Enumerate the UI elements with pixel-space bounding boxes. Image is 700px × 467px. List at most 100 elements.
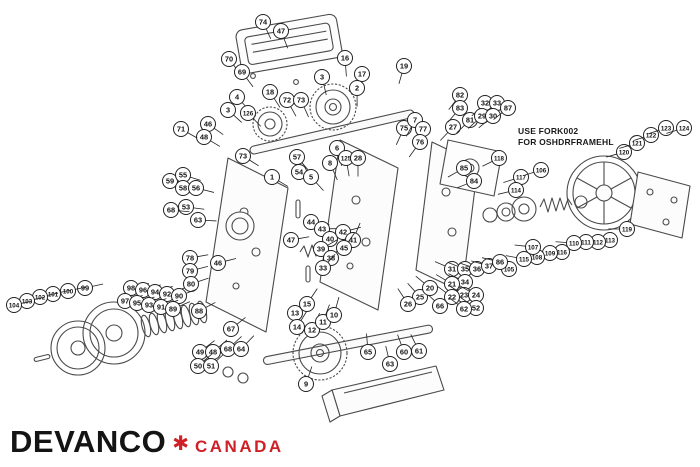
svg-text:67: 67 bbox=[227, 325, 235, 334]
plate-hole bbox=[361, 237, 371, 247]
clutch-stack bbox=[482, 195, 588, 223]
callout-balloon: 10 bbox=[326, 297, 342, 323]
callout-balloon: 65 bbox=[360, 333, 376, 360]
callout-balloon: 56 bbox=[188, 180, 215, 196]
callout-balloon: 83 bbox=[447, 100, 468, 123]
callout-balloon: 73 bbox=[235, 148, 259, 167]
svg-text:18: 18 bbox=[266, 88, 274, 97]
svg-text:113: 113 bbox=[605, 238, 616, 245]
svg-text:71: 71 bbox=[177, 125, 185, 134]
logo-brand: DEVANCO bbox=[10, 424, 167, 459]
callout-balloon: 6 bbox=[329, 140, 345, 166]
callout-balloon: 14 bbox=[289, 311, 308, 335]
callout-balloon: 27 bbox=[440, 119, 461, 141]
svg-text:20: 20 bbox=[426, 284, 434, 293]
svg-text:16: 16 bbox=[341, 54, 349, 63]
callout-balloon: 63 bbox=[382, 345, 398, 372]
svg-text:23: 23 bbox=[460, 291, 468, 300]
svg-text:48: 48 bbox=[209, 348, 217, 357]
svg-text:73: 73 bbox=[239, 152, 247, 161]
svg-text:96: 96 bbox=[139, 286, 147, 295]
svg-text:121: 121 bbox=[632, 141, 643, 148]
svg-text:86: 86 bbox=[496, 258, 504, 267]
callout-balloon: 18 bbox=[262, 84, 281, 108]
svg-text:9: 9 bbox=[304, 380, 308, 389]
svg-text:119: 119 bbox=[622, 227, 633, 234]
callout-balloon: 67 bbox=[223, 317, 246, 337]
callout-balloon: 47 bbox=[273, 23, 289, 49]
svg-text:10: 10 bbox=[330, 311, 338, 320]
plate-hole bbox=[351, 195, 361, 205]
callout-balloon: 3 bbox=[314, 69, 330, 96]
callout-balloon: 69 bbox=[234, 64, 254, 88]
callout-balloon: 123 bbox=[648, 120, 674, 136]
handwheel bbox=[566, 155, 642, 231]
cover-bolt bbox=[293, 79, 299, 85]
svg-text:97: 97 bbox=[121, 297, 129, 306]
svg-text:5: 5 bbox=[309, 173, 313, 182]
callout-balloon: 94 bbox=[147, 284, 173, 300]
svg-text:33: 33 bbox=[319, 264, 327, 273]
callout-balloon: 73 bbox=[293, 92, 309, 118]
svg-text:22: 22 bbox=[448, 293, 456, 302]
svg-text:101: 101 bbox=[48, 292, 59, 299]
svg-text:46: 46 bbox=[204, 120, 212, 129]
callout-balloon: 104 bbox=[6, 297, 33, 313]
svg-text:21: 21 bbox=[448, 280, 456, 289]
svg-text:84: 84 bbox=[470, 177, 479, 186]
svg-text:45: 45 bbox=[340, 244, 348, 253]
callout-balloon: 63 bbox=[190, 212, 217, 228]
plate-hole bbox=[447, 227, 457, 237]
svg-text:53: 53 bbox=[182, 203, 190, 212]
svg-text:55: 55 bbox=[179, 171, 187, 180]
svg-text:68: 68 bbox=[167, 206, 175, 215]
gearbox bbox=[225, 211, 255, 241]
spring bbox=[539, 197, 573, 213]
svg-text:88: 88 bbox=[195, 307, 203, 316]
callout-balloon: 5 bbox=[303, 169, 324, 191]
svg-text:99: 99 bbox=[81, 284, 89, 293]
callout-balloon: 15 bbox=[299, 288, 318, 312]
svg-text:59: 59 bbox=[166, 177, 174, 186]
svg-text:6: 6 bbox=[335, 144, 339, 153]
callout-balloon: 45 bbox=[336, 232, 355, 256]
svg-text:87: 87 bbox=[504, 104, 512, 113]
svg-text:95: 95 bbox=[133, 299, 141, 308]
cover-bolt bbox=[250, 73, 256, 79]
callout-balloon: 2 bbox=[349, 80, 365, 107]
svg-text:93: 93 bbox=[145, 301, 153, 310]
callout-balloon: 106 bbox=[523, 162, 549, 178]
svg-text:2: 2 bbox=[355, 84, 359, 93]
svg-text:49: 49 bbox=[196, 348, 204, 357]
callout-balloon: 110 bbox=[555, 235, 582, 251]
svg-text:42: 42 bbox=[339, 228, 347, 237]
svg-text:25: 25 bbox=[416, 293, 424, 302]
svg-text:30: 30 bbox=[489, 112, 497, 121]
svg-text:72: 72 bbox=[283, 96, 291, 105]
svg-text:73: 73 bbox=[297, 96, 305, 105]
callout-balloon: 90 bbox=[171, 288, 197, 304]
callout-balloon: 20 bbox=[415, 275, 438, 296]
callout-balloon: 19 bbox=[396, 58, 412, 84]
svg-text:28: 28 bbox=[354, 154, 362, 163]
svg-text:3: 3 bbox=[226, 106, 230, 115]
svg-text:39: 39 bbox=[317, 245, 325, 254]
channel-bracket bbox=[321, 365, 445, 423]
callout-balloon: 48 bbox=[196, 129, 221, 147]
plate-hole bbox=[346, 262, 354, 270]
usage-note-line2: FOR OSHDRFRAMEHL bbox=[518, 136, 614, 147]
svg-text:77: 77 bbox=[419, 125, 427, 134]
callout-balloon: 116 bbox=[543, 244, 570, 260]
svg-text:100: 100 bbox=[63, 289, 74, 296]
svg-text:47: 47 bbox=[277, 27, 285, 36]
svg-text:4: 4 bbox=[235, 93, 240, 102]
maple-leaf-icon: ✱ bbox=[172, 433, 189, 455]
svg-text:112: 112 bbox=[593, 240, 604, 247]
callout-balloon: 26 bbox=[397, 288, 416, 312]
logo-country: CANADA bbox=[194, 437, 284, 456]
callout-balloon: 79 bbox=[182, 263, 209, 279]
svg-text:79: 79 bbox=[186, 267, 194, 276]
svg-text:105: 105 bbox=[504, 267, 515, 274]
sprocket-large bbox=[309, 83, 357, 131]
top-cover bbox=[235, 13, 343, 74]
